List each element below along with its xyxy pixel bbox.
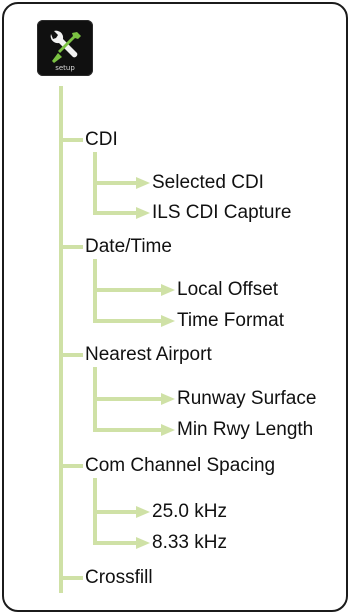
submenu-arrow-2-1-arrowhead (161, 424, 175, 436)
submenu-item-8-33-khz[interactable]: 8.33 kHz (152, 532, 227, 553)
submenu-item-time-format[interactable]: Time Format (177, 310, 284, 331)
submenu-arrow-3-1-arrowhead (136, 537, 150, 549)
submenu-arrow-3-0-arrowhead (136, 506, 150, 518)
setup-app-button[interactable]: setup (37, 20, 93, 76)
menu-connector-1 (61, 245, 83, 249)
submenu-arrow-2-1-shaft (95, 428, 163, 432)
menu-connector-4 (61, 576, 83, 580)
submenu-arrow-2-0-arrowhead (161, 393, 175, 405)
submenu-arrow-0-1-arrowhead (136, 207, 150, 219)
menu-connector-2 (61, 353, 83, 357)
tree-trunk (59, 86, 63, 593)
submenu-arrow-1-1-shaft (95, 319, 163, 323)
submenu-item-runway-surface[interactable]: Runway Surface (177, 388, 317, 409)
menu-connector-3 (61, 464, 83, 468)
setup-icon-label: setup (55, 64, 75, 72)
submenu-arrow-0-0-arrowhead (136, 177, 150, 189)
submenu-arrow-3-0-shaft (95, 510, 138, 514)
wrench-screwdriver-icon (50, 30, 81, 63)
submenu-arrow-1-0-shaft (95, 288, 163, 292)
submenu-arrow-0-0-shaft (95, 181, 138, 185)
submenu-item-ils-cdi-capture[interactable]: ILS CDI Capture (152, 202, 292, 223)
submenu-arrow-3-1-shaft (95, 541, 138, 545)
menu-item-crossfill[interactable]: Crossfill (85, 567, 153, 588)
submenu-arrow-0-1-shaft (95, 211, 138, 215)
submenu-item-local-offset[interactable]: Local Offset (177, 279, 279, 300)
submenu-arrow-1-0-arrowhead (161, 284, 175, 296)
menu-item-nearest-airport[interactable]: Nearest Airport (85, 344, 212, 365)
menu-item-cdi[interactable]: CDI (85, 129, 118, 150)
submenu-item-selected-cdi[interactable]: Selected CDI (152, 172, 264, 193)
menu-connector-0 (61, 138, 83, 142)
submenu-item-min-rwy-length[interactable]: Min Rwy Length (177, 419, 314, 440)
submenu-arrow-1-1-arrowhead (161, 315, 175, 327)
menu-item-com-channel-spacing[interactable]: Com Channel Spacing (85, 455, 276, 476)
submenu-arrow-2-0-shaft (95, 397, 163, 401)
menu-item-date-time[interactable]: Date/Time (85, 236, 172, 257)
submenu-item-25-0-khz[interactable]: 25.0 kHz (152, 501, 227, 522)
